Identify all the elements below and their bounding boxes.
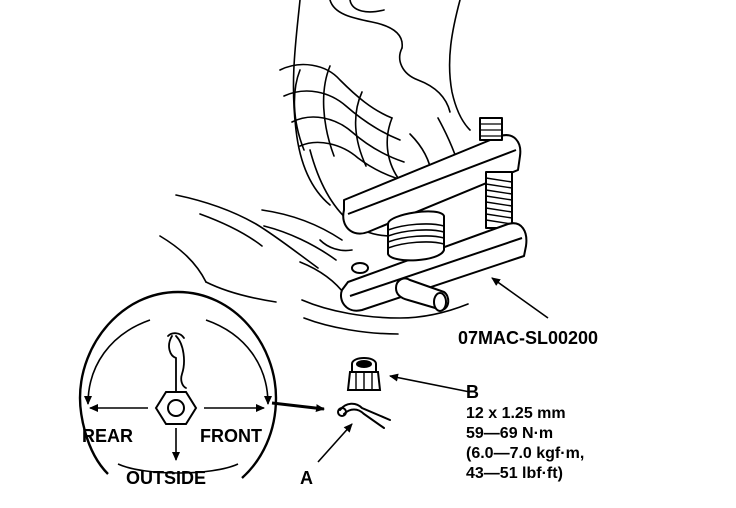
inset-to-part-arrow [271,401,325,413]
ball-joint-remover-tool [340,117,528,312]
torque-lbf: 43—51 lbf·ft) [466,465,563,482]
label-rear: REAR [82,426,133,446]
label-outside: OUTSIDE [126,468,206,488]
cotter-pin-icon [337,402,391,429]
castle-nut-icon [346,357,382,391]
torque-nm: 59—69 N·m [466,425,553,442]
torque-kgf: (6.0—7.0 kgf·m, [466,445,584,462]
thread-spec: 12 x 1.25 mm [466,405,566,422]
inset-cotter-pin-icon [167,332,187,393]
inset-hex-nut-icon [154,391,198,425]
callout-b: B [466,382,479,402]
inset-orientation-diagram [78,290,278,479]
tool-part-number: 07MAC-SL00200 [458,328,598,348]
callout-a: A [300,468,313,488]
label-front: FRONT [200,426,262,446]
leader-lines [317,277,549,463]
